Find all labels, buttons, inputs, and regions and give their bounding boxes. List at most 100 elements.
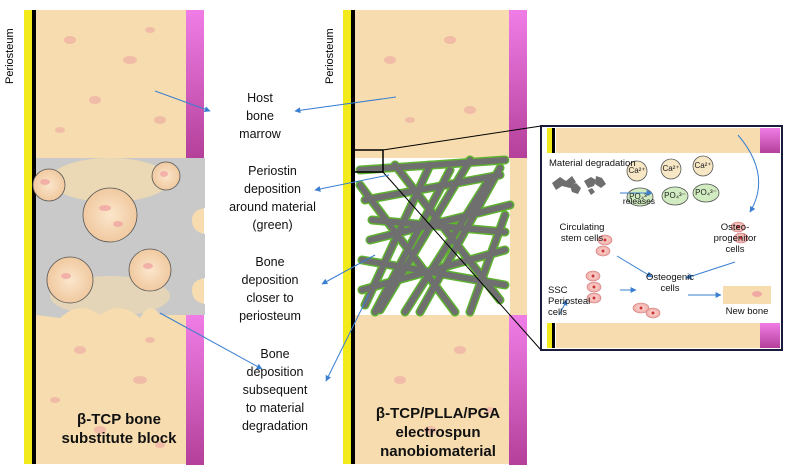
fiber [369, 217, 508, 235]
po-ion-2 [661, 186, 689, 206]
pore [128, 248, 172, 292]
ca-label-2: Ca²⁺ [662, 164, 680, 173]
fiber [362, 172, 503, 203]
label-material-degradation: Material degradation [549, 158, 636, 169]
right-caption-line2: electrospun [395, 424, 481, 441]
label-line: Host [247, 91, 273, 105]
po-label-1: PO₄³⁻ [629, 192, 651, 201]
fiber [377, 157, 473, 313]
right-caption-line3: nanobiomaterial [380, 443, 496, 460]
arrow-host-left [154, 90, 211, 112]
left-material-marrow-blend [50, 158, 170, 202]
ca-label-1: Ca²⁺ [628, 166, 646, 175]
label-line: around material [229, 200, 316, 214]
material-fragments-icon [552, 176, 606, 195]
left-cortex-top [186, 10, 204, 158]
arrow-bone-sub-left [159, 312, 263, 370]
fiber [467, 212, 508, 315]
right-bone-panel [343, 10, 527, 465]
po-label-2: PO₄³⁻ [664, 191, 686, 200]
ca-ion-3 [692, 155, 714, 177]
arrow-circulating [616, 255, 653, 278]
arrow-ssc [558, 299, 568, 316]
left-pores [32, 161, 181, 304]
arrow-bone-dep [321, 254, 376, 285]
left-periosteum-line [32, 10, 36, 464]
label-line: deposition [244, 182, 301, 196]
ca-ion-1 [626, 160, 648, 182]
label-osteogenic: Osteogenic cells [642, 272, 698, 294]
left-cortex-bottom [186, 315, 204, 465]
label-bone-deposition-periosteum: Bone deposition closer to periosteum [230, 253, 310, 325]
left-bone-panel [24, 10, 205, 465]
label-line: (green) [252, 218, 293, 232]
circulating-stem-cells-icon [595, 234, 613, 257]
phosphate-ions [626, 183, 720, 207]
label-line: stem cells [560, 233, 604, 244]
label-line: periosteum [239, 309, 301, 323]
left-periosteum-yellow [24, 10, 32, 464]
fiber [372, 167, 453, 315]
label-host-bone-marrow: Host bone marrow [220, 89, 300, 143]
right-caption: β-TCP/PLLA/PGA electrospun nanobiomateri… [368, 404, 508, 461]
label-ssc-periosteal: SSC Periosteal cells [548, 285, 608, 318]
pore [46, 256, 94, 304]
label-line: to material [245, 401, 305, 415]
left-caption-line1: β-TCP bone [77, 411, 161, 428]
label-line: deposition [246, 365, 304, 379]
label-line: subsequent [242, 383, 308, 397]
left-caption-line2: substitute block [61, 430, 177, 447]
left-caption: β-TCP bone substitute block [44, 410, 194, 448]
new-bone-swatch [723, 286, 771, 304]
right-caption-line1: β-TCP/PLLA/PGA [375, 405, 501, 422]
right-cortex-bottom [509, 315, 527, 465]
label-line: SSC [548, 285, 568, 296]
label-line: closer to [246, 291, 294, 305]
label-line: Osteogenic [645, 272, 695, 283]
label-line: degradation [241, 419, 309, 433]
right-periosteum-label: Periosteum [324, 28, 336, 84]
inset-arrows [558, 134, 760, 316]
zoom-line-bottom [382, 171, 542, 351]
periosteal-cells-icon [585, 270, 602, 304]
label-periostin: Periostin deposition around material (gr… [220, 162, 330, 234]
label-line: cells [660, 283, 680, 294]
label-line: Bone [255, 255, 285, 269]
zoom-line-top [382, 125, 542, 151]
center-arrows [154, 90, 397, 382]
label-new-bone: New bone [725, 306, 769, 317]
label-line: Circulating [559, 222, 605, 233]
pore [32, 168, 66, 202]
arrow-marrow-osteoprogenitor [737, 134, 760, 213]
label-line: Periostin [248, 164, 297, 178]
osteogenic-cells-icon [632, 302, 661, 319]
pore [82, 187, 138, 243]
label-line: cells [725, 244, 745, 255]
label-line: deposition [241, 273, 299, 287]
electrospun-fibers [355, 155, 515, 317]
label-line: Bone [260, 347, 290, 361]
arrow-host-right [294, 96, 397, 114]
po-label-3: PO₄³⁻ [695, 188, 717, 197]
label-circulating-stem-cells: Circulating stem cells [550, 222, 614, 244]
arrow-osteoprogenitor [685, 261, 736, 280]
label-line: bone [246, 109, 274, 123]
zoom-box [351, 149, 384, 173]
label-releases: releases [622, 196, 656, 206]
ca-ion-2 [660, 158, 682, 180]
inset-panel [540, 125, 783, 351]
ca-label-3: Ca²⁺ [694, 161, 712, 170]
label-line: Periosteal cells [548, 296, 591, 318]
arrow-periostin [314, 174, 390, 192]
calcium-ions [626, 155, 714, 182]
left-marrow-dots [50, 27, 166, 448]
po-ion-3 [692, 183, 720, 203]
label-bone-deposition-degradation: Bone deposition subsequent to material d… [230, 345, 320, 435]
fiber [362, 162, 433, 308]
osteoprogenitor-cells-icon [730, 221, 749, 244]
cells [585, 221, 771, 319]
label-line: marrow [239, 127, 281, 141]
right-periosteum-yellow [343, 10, 351, 464]
label-osteoprogenitor: Osteo- progenitor cells [700, 222, 770, 255]
